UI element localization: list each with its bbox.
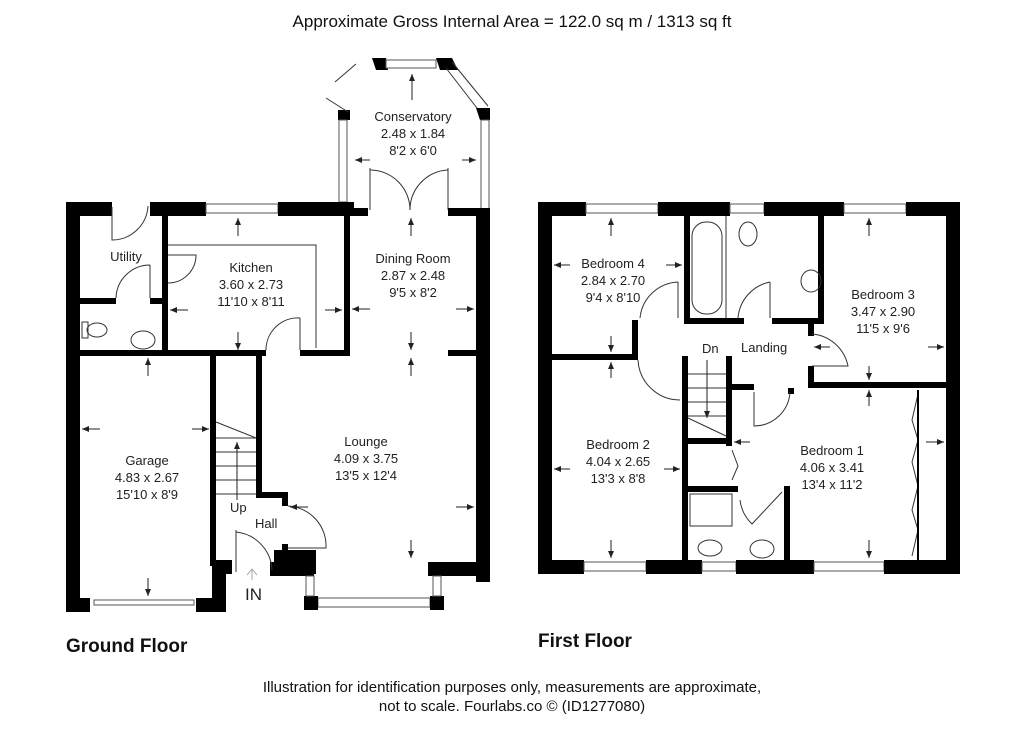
disclaimer-line-1: Illustration for identification purposes… xyxy=(262,679,762,696)
stairs-down-label: Dn xyxy=(702,341,719,356)
landing-name: Landing xyxy=(741,340,787,355)
lounge-imperial: 13'5 x 12'4 xyxy=(335,468,397,483)
bedroom1-metric: 4.06 x 3.41 xyxy=(800,460,864,475)
bedroom1-imperial: 13'4 x 11'2 xyxy=(801,477,862,492)
first-floor-stairs xyxy=(687,360,727,437)
ground-floor-label: Ground Floor xyxy=(66,636,188,657)
lounge-name: Lounge xyxy=(344,434,387,449)
bedroom2-metric: 4.04 x 2.65 xyxy=(586,454,650,469)
bedroom4-imperial: 9'4 x 8'10 xyxy=(586,290,641,305)
utility-name: Utility xyxy=(110,249,142,264)
bedroom3-imperial: 11'5 x 9'6 xyxy=(856,321,910,336)
conservatory-metric: 2.48 x 1.84 xyxy=(381,126,445,141)
entrance-label: IN xyxy=(245,585,262,604)
bedroom3-name: Bedroom 3 xyxy=(851,287,915,302)
conservatory-structure xyxy=(325,58,490,211)
conservatory-imperial: 8'2 x 6'0 xyxy=(389,143,437,158)
garage-name: Garage xyxy=(125,453,168,468)
bedroom4-name: Bedroom 4 xyxy=(581,256,645,271)
bedroom4-metric: 2.84 x 2.70 xyxy=(581,273,645,288)
conservatory-name: Conservatory xyxy=(374,109,452,124)
lounge-metric: 4.09 x 3.75 xyxy=(334,451,398,466)
gross-internal-area-title: Approximate Gross Internal Area = 122.0 … xyxy=(292,12,732,31)
hall-name: Hall xyxy=(255,516,278,531)
kitchen-imperial: 11'10 x 8'11 xyxy=(217,294,284,309)
dining-room-metric: 2.87 x 2.48 xyxy=(381,268,445,283)
disclaimer-line-2: not to scale. Fourlabs.co © (ID1277080) xyxy=(378,698,646,715)
kitchen-metric: 3.60 x 2.73 xyxy=(219,277,283,292)
garage-metric: 4.83 x 2.67 xyxy=(115,470,179,485)
first-floor-label: First Floor xyxy=(538,631,632,652)
ground-floor-plan: Conservatory 2.48 x 1.84 8'2 x 6'0 Utili… xyxy=(66,58,490,612)
first-floor-plan: Bedroom 4 2.84 x 2.70 9'4 x 8'10 Bedroom… xyxy=(538,202,960,574)
kitchen-name: Kitchen xyxy=(229,260,272,275)
garage-imperial: 15'10 x 8'9 xyxy=(116,487,178,502)
bedroom3-metric: 3.47 x 2.90 xyxy=(851,304,915,319)
dining-room-name: Dining Room xyxy=(375,251,450,266)
dining-room-imperial: 9'5 x 8'2 xyxy=(389,285,437,300)
disclaimer: Illustration for identification purposes… xyxy=(0,678,1024,716)
bedroom2-name: Bedroom 2 xyxy=(586,437,650,452)
bedroom1-name: Bedroom 1 xyxy=(800,443,864,458)
stairs-up-label: Up xyxy=(230,500,247,515)
ground-floor-stairs xyxy=(215,421,257,500)
bedroom2-imperial: 13'3 x 8'8 xyxy=(591,471,646,486)
